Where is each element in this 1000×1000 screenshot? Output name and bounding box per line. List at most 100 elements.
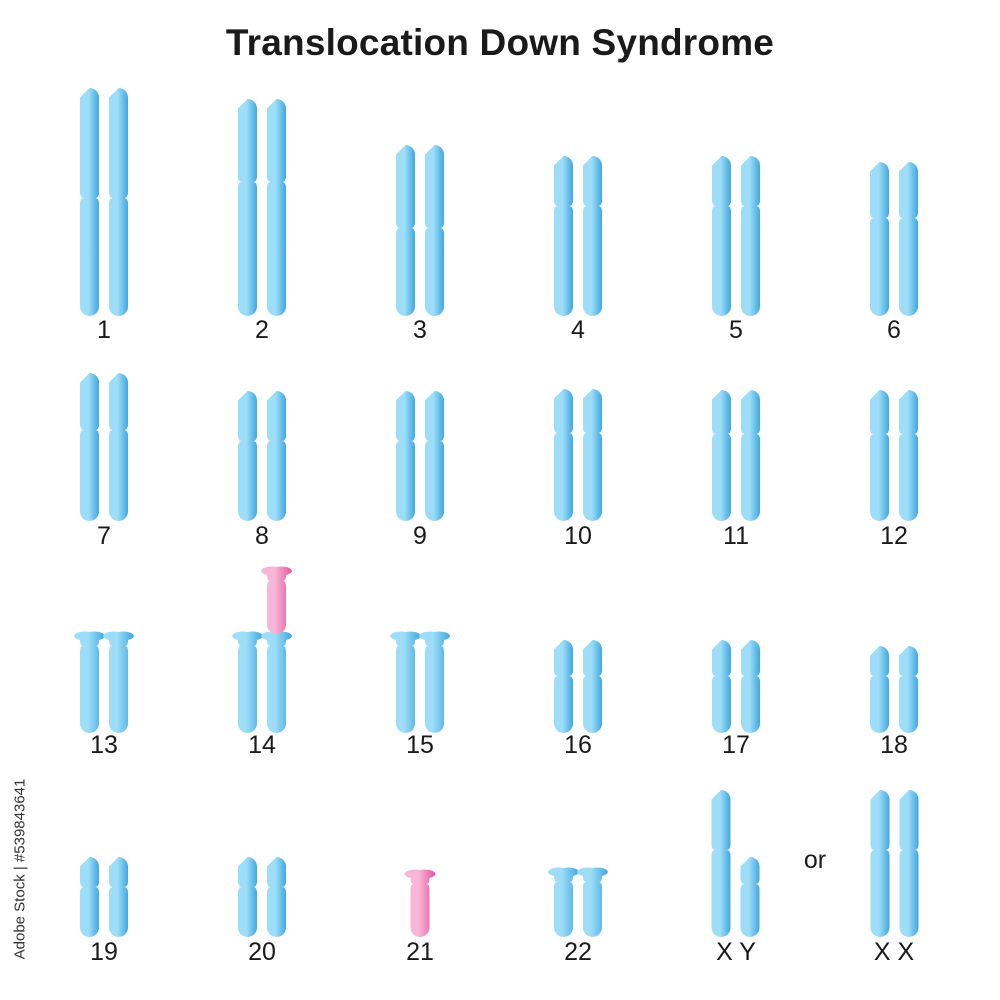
chromosome — [238, 857, 257, 937]
chromosome-pair-9 — [396, 391, 444, 521]
chromosome — [238, 391, 257, 521]
chromosome-pair-22 — [548, 867, 608, 937]
chromosome-pair-14 — [232, 566, 292, 733]
chromosome-label: 16 — [564, 731, 592, 759]
chromosome — [80, 373, 99, 521]
chromosome-label: 13 — [90, 731, 118, 759]
chromosome — [396, 145, 415, 316]
chromosome-label: 22 — [564, 938, 592, 966]
chromosome-pair-10 — [554, 389, 602, 521]
chromosome-pair-16 — [554, 640, 602, 733]
chromosome — [548, 867, 579, 937]
chromosome — [238, 99, 257, 316]
chromosome-label: 15 — [406, 731, 434, 759]
chromosome — [712, 640, 731, 733]
stock-watermark: Adobe Stock | #539843641 — [8, 764, 32, 974]
chromosome-label: 1 — [97, 316, 111, 344]
chromosome-label: 10 — [564, 522, 592, 550]
chromosome — [109, 88, 128, 316]
chromosome — [583, 156, 602, 316]
chromosome — [396, 391, 415, 521]
chromosome — [390, 631, 421, 733]
chromosome-label: 8 — [255, 522, 269, 550]
translocated-chromosome — [404, 869, 436, 937]
or-separator: or — [804, 846, 826, 874]
chromosome — [419, 631, 450, 733]
chromosome — [740, 857, 760, 937]
chromosome — [899, 790, 919, 937]
diagram-title: Translocation Down Syndrome — [225, 22, 775, 63]
chromosome-label: 11 — [723, 522, 749, 550]
chromosome — [712, 156, 731, 316]
chromosome-pair-18 — [870, 646, 918, 733]
chromosome-label: 12 — [880, 522, 908, 550]
chromosome-pair-19 — [80, 857, 128, 937]
chromosome-label: 17 — [722, 731, 750, 759]
chromosome — [583, 640, 602, 733]
chromosome-pair-17 — [712, 640, 760, 733]
chromosome — [80, 88, 99, 316]
chromosome-label: 4 — [571, 316, 585, 344]
chromosome — [74, 631, 105, 733]
chromosome-pair-13 — [74, 631, 134, 733]
chromosome-pair-8 — [238, 391, 286, 521]
chromosome — [899, 390, 918, 521]
chromosome-pair-2 — [238, 99, 286, 316]
chromosome — [267, 391, 286, 521]
chromosome-label: 21 — [406, 938, 434, 966]
chromosome — [899, 162, 918, 316]
chromosome-label: 18 — [880, 731, 908, 759]
chromosome-label: 20 — [248, 938, 276, 966]
chromosome-label: X Y — [716, 938, 756, 966]
chromosome-label: 9 — [413, 522, 427, 550]
chromosome-pair-5 — [712, 156, 760, 316]
chromosome — [899, 646, 918, 733]
watermark-text: Adobe Stock | #539843641 — [11, 778, 29, 960]
chromosome-label: 6 — [887, 316, 901, 344]
chromosome-pair-11 — [712, 390, 760, 521]
chromosome — [554, 389, 573, 521]
chromosome-pair-21 — [404, 869, 436, 937]
chromosome-pair-1 — [80, 88, 128, 316]
chromosome-pair-6 — [870, 162, 918, 316]
chromosome — [870, 162, 889, 316]
chromosome — [261, 631, 292, 733]
chromosome — [712, 390, 731, 521]
chromosome-label: 5 — [729, 316, 743, 344]
chromosome — [109, 857, 128, 937]
chromosome-pair-4 — [554, 156, 602, 316]
chromosome — [267, 99, 286, 316]
chromosome-pair-3 — [396, 145, 444, 316]
chromosome-label: 2 — [255, 316, 269, 344]
chromosome-pair-xx — [870, 790, 919, 937]
chromosome — [870, 390, 889, 521]
chromosome-pair-15 — [390, 631, 450, 733]
chromosome-pair-20 — [238, 857, 286, 937]
chromosome — [425, 145, 444, 316]
chromosome — [870, 790, 890, 937]
chromosome — [109, 373, 128, 521]
chromosome-label: 14 — [248, 731, 276, 759]
chromosome — [425, 391, 444, 521]
chromosome — [232, 631, 263, 733]
chromosome-label: X X — [874, 938, 915, 966]
chromosome — [267, 857, 286, 937]
translocated-chromosome-21-segment — [261, 566, 292, 634]
chromosome — [577, 867, 608, 937]
chromosome-label: 7 — [97, 522, 111, 550]
chromosome-pair-12 — [870, 390, 918, 521]
chromosome — [80, 857, 99, 937]
chromosome — [103, 631, 134, 733]
chromosome-label: 3 — [413, 316, 427, 344]
chromosome — [711, 790, 731, 937]
chromosome-pair-xy — [711, 790, 760, 937]
chromosome — [741, 640, 760, 733]
chromosome — [583, 389, 602, 521]
chromosome-label: 19 — [90, 938, 118, 966]
chromosome — [554, 640, 573, 733]
chromosome — [741, 390, 760, 521]
chromosome — [741, 156, 760, 316]
chromosome — [870, 646, 889, 733]
chromosome — [554, 156, 573, 316]
